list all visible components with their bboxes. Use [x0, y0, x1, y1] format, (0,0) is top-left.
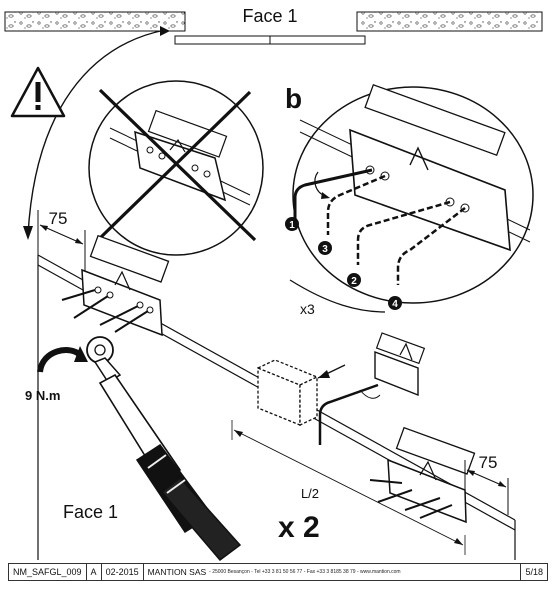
footer-doc-ref: NM_SAFGL_009 — [9, 564, 87, 580]
prohibited-detail — [88, 80, 264, 256]
svg-text:3: 3 — [322, 244, 328, 255]
warning-triangle-icon — [10, 66, 66, 118]
wall-slab-right — [356, 11, 543, 32]
bolt-number-2: 2 — [347, 273, 361, 287]
repeat-two-label: x 2 — [278, 511, 320, 544]
svg-text:2: 2 — [351, 276, 357, 287]
allen-key-icon — [293, 168, 466, 285]
curve-arrow — [27, 29, 166, 236]
footer-company: MANTION SAS — [147, 567, 207, 577]
footer-date: 02-2015 — [102, 564, 144, 580]
footer-page: 5/18 — [525, 567, 543, 577]
half-length-label: L/2 — [301, 486, 319, 501]
svg-text:4: 4 — [392, 299, 398, 310]
rotation-arrow-icon — [37, 346, 88, 373]
svg-text:75: 75 — [479, 453, 498, 472]
dimension-right: 75 — [464, 453, 509, 515]
svg-text:1: 1 — [289, 220, 295, 231]
dimension-half: L/2 — [231, 420, 466, 555]
torque-label: 9 N.m — [25, 388, 60, 403]
repeat-three-label: x3 — [300, 301, 315, 317]
wall-slab-left — [4, 11, 186, 32]
torque-wrench-icon — [86, 336, 242, 562]
bolt-order-detail: 1 2 3 4 — [285, 83, 534, 310]
clamp-right-upper — [318, 332, 426, 445]
step-label: b — [285, 83, 302, 114]
face-label-top: Face 1 — [242, 6, 297, 26]
footer-company-cell: MANTION SAS - 25000 Besançon - Tel +33 3… — [144, 564, 522, 580]
bolt-number-1: 1 — [285, 217, 299, 231]
clamp-right-lower — [369, 426, 476, 524]
bolt-number-4: 4 — [388, 296, 402, 310]
clamp-left — [61, 234, 170, 337]
center-connector — [256, 359, 346, 427]
footer-bar: NM_SAFGL_009 A 02-2015 MANTION SAS - 250… — [8, 563, 548, 581]
footer-revision: A — [87, 564, 102, 580]
prohibited-cross-icon — [96, 88, 257, 242]
svg-text:75: 75 — [49, 209, 68, 228]
footer-company-details: - 25000 Besançon - Tel +33 3 81 50 56 77… — [209, 569, 401, 575]
bolt-number-3: 3 — [318, 241, 332, 255]
face-label-bottom: Face 1 — [63, 502, 118, 522]
dimension-left: 75 — [37, 209, 86, 275]
